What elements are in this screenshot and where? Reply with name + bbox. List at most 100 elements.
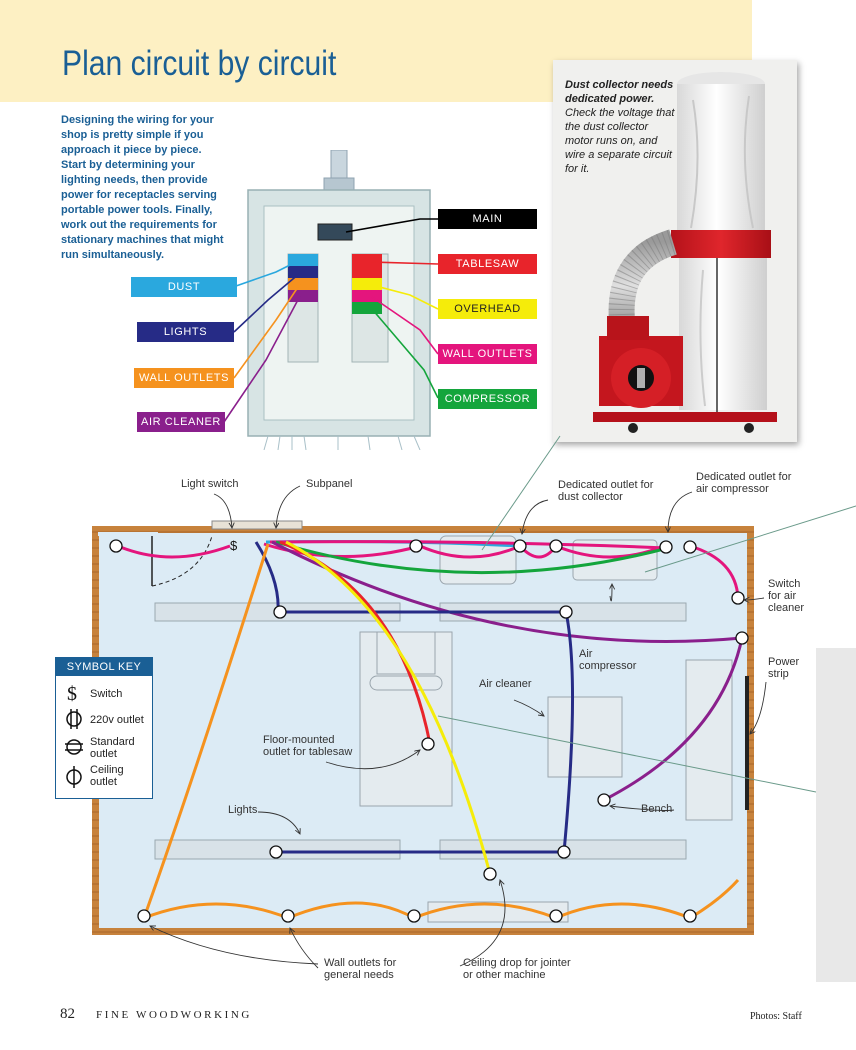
photo-caption: Dust collector needs dedicated power. Ch… bbox=[565, 78, 677, 176]
key-label-line: outlet bbox=[90, 776, 117, 788]
outlet-icon bbox=[549, 539, 563, 553]
panel-leaders bbox=[223, 218, 439, 423]
callout-subpanel: Subpanel bbox=[306, 478, 353, 490]
air-cleaner-unit bbox=[547, 696, 623, 778]
callout-line: Dedicated outlet for bbox=[558, 479, 654, 491]
blower-motor bbox=[599, 316, 683, 408]
callout-line: air compressor bbox=[696, 483, 769, 495]
key-label-line: Ceiling bbox=[90, 764, 124, 776]
light-fixtures bbox=[154, 602, 687, 860]
label-lights: LIGHTS bbox=[137, 322, 234, 342]
main-breaker bbox=[317, 223, 353, 241]
callout-line: Dedicated outlet for bbox=[696, 471, 792, 483]
outlet-icon bbox=[735, 631, 749, 645]
outlet-symbols bbox=[109, 539, 749, 923]
switch-icon: $ bbox=[67, 683, 77, 705]
standard-outlet-icon bbox=[65, 739, 83, 755]
label-dust-collector: DUST COLLECTOR bbox=[131, 277, 237, 313]
ceiling-outlet-icon bbox=[483, 867, 497, 881]
key-label-line: Standard bbox=[90, 736, 135, 748]
label-main: MAIN bbox=[438, 209, 537, 229]
callout-line: Floor-mounted bbox=[263, 734, 335, 746]
panel-wires bbox=[263, 435, 421, 451]
base-frame bbox=[593, 412, 777, 433]
outlet-icon bbox=[731, 591, 745, 605]
key-row-switch: $ Switch bbox=[56, 680, 152, 706]
key-row-220v: 220v outlet bbox=[56, 706, 152, 732]
label-wall-outlets-left: WALL OUTLETS bbox=[134, 368, 234, 388]
filter-bag-upper bbox=[677, 72, 765, 232]
panel-illustration bbox=[247, 149, 431, 451]
220v-outlet-icon bbox=[66, 709, 82, 729]
callout-line: for air bbox=[768, 590, 797, 602]
callout-line: strip bbox=[768, 668, 789, 680]
callout-line: or other machine bbox=[463, 969, 546, 981]
outlet-icon bbox=[407, 909, 421, 923]
side-tab bbox=[816, 648, 856, 982]
callout-arrows bbox=[150, 485, 767, 969]
page-title: Plan circuit by circuit bbox=[62, 44, 337, 83]
callout-line: compressor bbox=[579, 660, 637, 672]
intake-hose bbox=[608, 229, 678, 332]
key-label: Switch bbox=[90, 688, 123, 700]
outlet-icon bbox=[683, 540, 697, 554]
magazine-name: FINE WOODWORKING bbox=[96, 1009, 252, 1021]
callout-line: Air bbox=[579, 648, 593, 660]
callout-line: Power bbox=[768, 656, 800, 668]
red-ring bbox=[671, 230, 771, 258]
outlet-icon bbox=[137, 909, 151, 923]
ceiling-outlet-icon bbox=[269, 845, 283, 859]
callout-light-switch: Light switch bbox=[181, 478, 239, 490]
outlet-icon bbox=[513, 539, 527, 553]
callout-line: outlet for tablesaw bbox=[263, 746, 353, 758]
label-wall-outlets-right: WALL OUTLETS bbox=[438, 344, 537, 364]
label-tablesaw: TABLESAW bbox=[438, 254, 537, 274]
electrical-panel bbox=[238, 149, 442, 451]
label-overhead: OVERHEAD bbox=[438, 299, 537, 319]
ceiling-outlet-icon bbox=[559, 605, 573, 619]
light-switch-icon: $ bbox=[230, 538, 238, 553]
callout-air-cleaner: Air cleaner bbox=[479, 678, 532, 690]
photo-connectors bbox=[437, 435, 856, 793]
220v-outlet-icon bbox=[421, 737, 435, 751]
intro-paragraph: Designing the wiring for your shop is pr… bbox=[61, 114, 224, 261]
outlet-icon bbox=[549, 909, 563, 923]
outlet-icon bbox=[281, 909, 295, 923]
symbol-key-title: SYMBOL KEY bbox=[56, 658, 152, 676]
outlet-icon bbox=[109, 539, 123, 553]
filter-bag-lower bbox=[679, 258, 767, 416]
outlet-icon bbox=[409, 539, 423, 553]
ceiling-outlet-icon bbox=[557, 845, 571, 859]
photo-credit: Photos: Staff bbox=[750, 1011, 802, 1022]
svg-text:$: $ bbox=[67, 683, 77, 705]
callout-line: general needs bbox=[324, 969, 394, 981]
dust-collector-illustration bbox=[593, 72, 777, 433]
photo-caption-bold: Dust collector needs dedicated power. bbox=[565, 79, 674, 105]
key-label: 220v outlet bbox=[90, 714, 144, 726]
breaker-slots bbox=[287, 253, 389, 363]
dust-collector-photo: Dust collector needs dedicated power. Ch… bbox=[553, 60, 797, 442]
callout-bench: Bench bbox=[641, 803, 673, 815]
callout-line: cleaner bbox=[768, 602, 805, 614]
label-air-cleaner: AIR CLEANER bbox=[137, 412, 225, 432]
outlet-icon bbox=[683, 909, 697, 923]
ceiling-outlet-icon bbox=[66, 766, 82, 788]
callout-line: Ceiling drop for jointer bbox=[463, 957, 571, 969]
ceiling-outlet-icon bbox=[273, 605, 287, 619]
symbol-key: SYMBOL KEY $ Switch 220v outlet Standard… bbox=[55, 657, 153, 799]
key-label-line: outlet bbox=[90, 748, 117, 760]
photo-caption-body: Check the voltage that the dust collecto… bbox=[565, 107, 675, 175]
power-strip bbox=[745, 676, 749, 810]
